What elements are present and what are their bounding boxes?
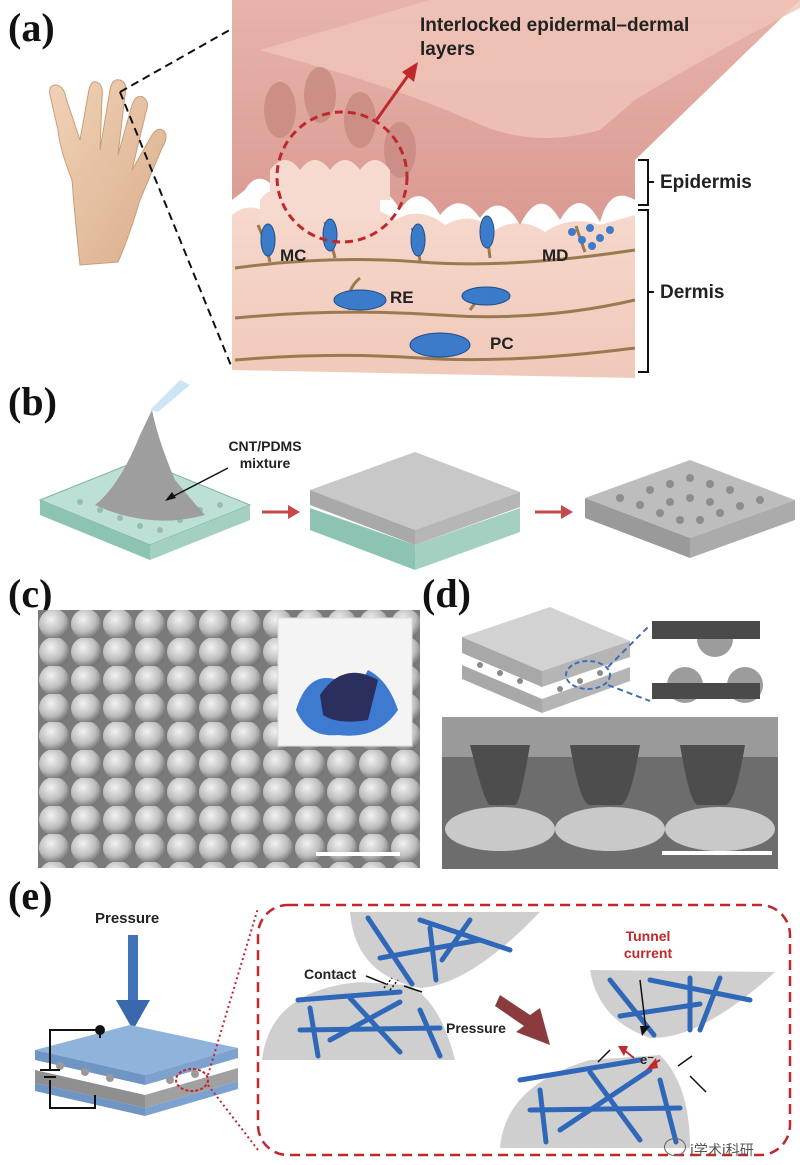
panel-label-a: (a) xyxy=(8,5,55,50)
panel-label-c: (c) xyxy=(8,571,53,616)
panel-label-b: (b) xyxy=(8,379,57,424)
re-label: RE xyxy=(390,288,414,307)
cnt-pdms-label: CNT/PDMS mixture xyxy=(228,438,302,471)
watermark-text: i学术i科研 xyxy=(690,1143,754,1159)
md-label: MD xyxy=(542,246,569,265)
pressure-mid-label: Pressure xyxy=(446,1020,506,1036)
panel-c-sem-image xyxy=(38,610,420,868)
tunnel-current-label: Tunnel current xyxy=(623,928,673,961)
callout-label: Interlocked epidermal–dermal layers xyxy=(420,15,690,60)
hand-illustration xyxy=(49,79,167,266)
pc-label: PC xyxy=(490,334,514,353)
contact-label: Contact xyxy=(304,966,357,982)
panel-label-d: (d) xyxy=(422,571,471,616)
panel-b-figure xyxy=(38,380,795,570)
wechat-icon xyxy=(664,1138,686,1156)
epidermis-label: Epidermis xyxy=(660,172,752,193)
panel-d-figure xyxy=(442,607,778,869)
dermis-label: Dermis xyxy=(660,282,725,303)
electron-label: e⁻ xyxy=(640,1052,655,1067)
panel-e-figure xyxy=(35,903,792,1157)
panel-a-figure xyxy=(49,0,800,378)
mc-label: MC xyxy=(280,246,307,265)
panel-label-e: (e) xyxy=(8,873,53,918)
pressure-top-label: Pressure xyxy=(95,910,160,927)
